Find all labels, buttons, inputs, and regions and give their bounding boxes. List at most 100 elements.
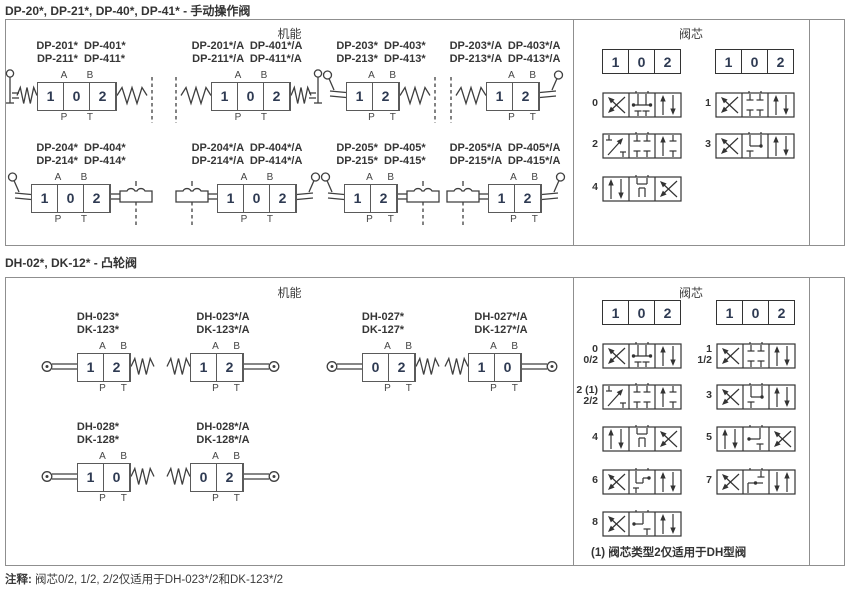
spool-label-line: 2: [592, 138, 598, 150]
section2-title: DH-02*, DK-12* - 凸轮阀: [5, 256, 138, 270]
port-label-b: B: [120, 340, 128, 352]
port-label-b: B: [387, 171, 395, 183]
port-label-b: B: [120, 450, 128, 462]
spool-footnote: (1) 阀芯类型2仅适用于DH型阀: [591, 547, 747, 559]
valve-position-cell: 1: [32, 184, 58, 212]
spool-label-line: 1: [705, 97, 711, 109]
spool-label-line: 7: [706, 474, 712, 486]
valve-model-label: DK-127*: [361, 324, 405, 336]
port-label-p: P: [54, 213, 62, 225]
spool-label: 1: [669, 91, 711, 116]
valve-model-label: DP-204*/A DP-404*/A: [191, 142, 303, 154]
valve-model-label: DH-027*/A: [474, 311, 528, 323]
valve-model-labels: DP-201* DP-401*DP-211* DP-411*: [6, 40, 156, 66]
spring-dash-icon: [171, 67, 212, 125]
spool-label-line: 4: [592, 181, 598, 193]
spool-label: 2: [556, 132, 598, 157]
port-label-a: A: [212, 340, 219, 352]
port-label-t: T: [233, 382, 240, 394]
port-label-p: P: [99, 492, 106, 504]
valve-position-cell: 1: [487, 82, 513, 110]
valve-model-label: DP-214*/A DP-414*/A: [191, 155, 303, 167]
spool-label-line: 1: [706, 342, 712, 355]
port-label-t: T: [531, 213, 538, 225]
spool-label-line: 5: [706, 431, 712, 443]
port-label-t: T: [260, 111, 267, 123]
valve-position-cell: 2: [270, 184, 296, 212]
lever-icon: [296, 169, 321, 227]
port-label-t: T: [86, 111, 93, 123]
port-label-a: A: [508, 69, 515, 81]
valve-position-cell: 1: [469, 353, 495, 381]
spool-header-cell: 2: [776, 53, 785, 70]
port-label-t: T: [80, 213, 87, 225]
valve-model-label: DK-128*: [76, 434, 120, 446]
valve-model-labels: DH-028*DK-128*: [23, 421, 173, 447]
spool-symbol: [602, 342, 682, 374]
port-label-t: T: [389, 111, 396, 123]
port-label-b: B: [80, 171, 88, 183]
port-label-p: P: [234, 111, 242, 123]
valve-position-cell: 2: [217, 463, 243, 491]
valve-model-label: DP-214* DP-414*: [36, 155, 126, 167]
port-label-p: P: [508, 111, 515, 123]
spool-header-cell: 1: [716, 50, 742, 73]
spool-header-cell: 0: [742, 50, 768, 73]
spool-label-line: 1/2: [697, 353, 712, 366]
port-label-b: B: [529, 69, 537, 81]
lever-spring-icon: [290, 67, 323, 125]
valve-position-cell: 2: [371, 184, 397, 212]
valve-model-label: DH-027*: [361, 311, 405, 323]
valve-model-labels: DH-027*DK-127*: [308, 311, 458, 337]
valve-model-label: DH-028*: [76, 421, 120, 433]
spool-header-cell: 0: [743, 301, 769, 324]
spool-label: 3: [669, 132, 711, 157]
valve-position-cell: 1: [78, 463, 104, 491]
valve-model-labels: DP-205* DP-405*DP-215* DP-415*: [306, 142, 456, 168]
port-label-t: T: [511, 382, 518, 394]
valve-model-label: DP-201* DP-401*: [36, 40, 126, 52]
spring-dash-icon: [446, 67, 487, 125]
valve-position-cell: 2: [90, 82, 116, 110]
spool-symbol: [602, 91, 682, 123]
spool-header-cell: 0: [629, 50, 655, 73]
valve-position-cell: 1: [191, 353, 217, 381]
valve-position-cell: 0: [495, 353, 521, 381]
spool-label: 0: [556, 91, 598, 116]
detent-dash-icon: [444, 169, 488, 227]
note-label: 注释:: [5, 574, 32, 586]
valve-model-label: DP-203* DP-403*: [336, 40, 426, 52]
spool-label: 7: [670, 468, 712, 493]
column-divider: [573, 278, 574, 565]
port-label-a: A: [510, 171, 517, 183]
valve-model-label: DP-213* DP-413*: [336, 53, 426, 65]
valve-model-label: DP-215*/A DP-415*/A: [449, 155, 561, 167]
spring-icon: [166, 338, 191, 396]
spool-header-cell: 1: [717, 301, 743, 324]
